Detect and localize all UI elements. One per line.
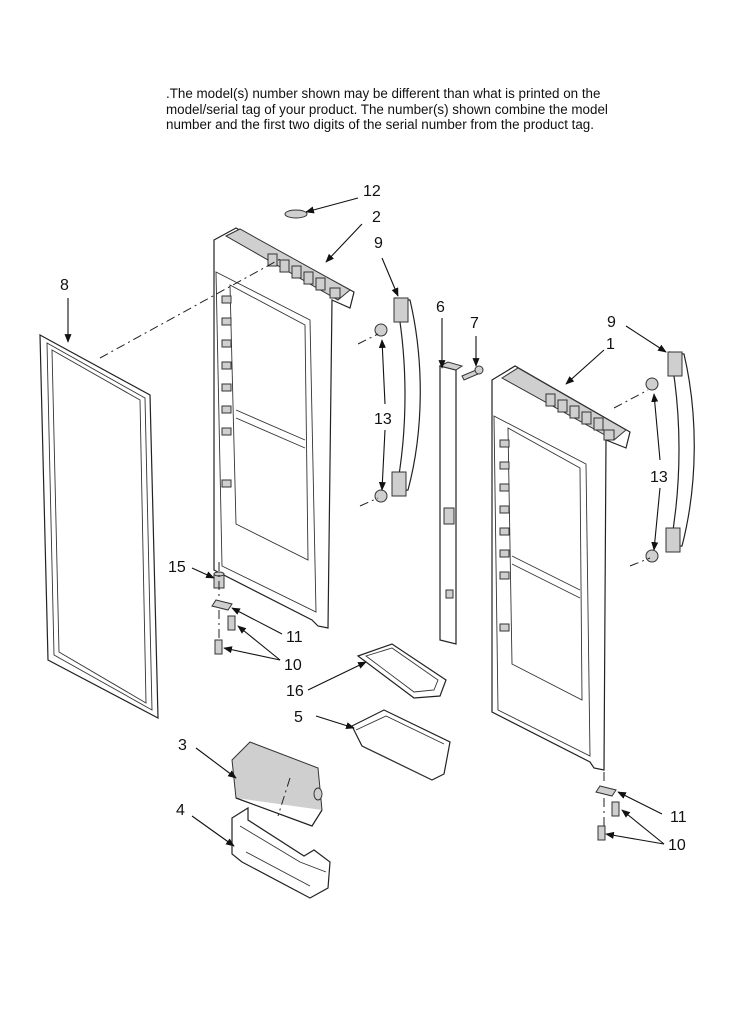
hinge-shim-left — [211, 599, 233, 611]
callout-11-left: 11 — [286, 629, 303, 646]
callout-4: 4 — [176, 802, 185, 819]
callout-8: 8 — [60, 277, 69, 294]
note-line-2: model/serial tag of your product. The nu… — [166, 101, 608, 117]
callout-9-left: 9 — [374, 235, 383, 252]
assembly-lines — [99, 257, 651, 826]
callout-7: 7 — [470, 315, 479, 332]
model-number-note: .The model(s) number shown may be differ… — [166, 86, 646, 133]
hinge-screws-right — [597, 801, 620, 841]
callout-13-left: 13 — [374, 411, 392, 428]
callout-11-right: 11 — [670, 809, 687, 826]
hinge-shim-right — [595, 785, 617, 797]
callout-2: 2 — [372, 209, 381, 226]
callout-6: 6 — [436, 299, 445, 316]
right-door-shelf-studs — [499, 439, 510, 632]
callout-5: 5 — [294, 709, 303, 726]
plug-button — [284, 209, 308, 219]
left-door-handle — [374, 297, 421, 503]
callout-16: 16 — [286, 683, 304, 700]
mullion-screw — [461, 365, 484, 381]
hinge-screws-left — [214, 615, 236, 655]
note-line-1: .The model(s) number shown may be differ… — [166, 86, 601, 101]
door-bin — [351, 709, 451, 781]
left-door-shelf-studs — [221, 295, 232, 488]
callout-labels: 12 2 9 8 6 7 9 1 13 13 15 11 10 16 5 3 4… — [60, 183, 687, 854]
callout-13-right: 13 — [650, 469, 668, 486]
left-door — [213, 227, 355, 629]
callout-1: 1 — [606, 336, 615, 353]
dairy-door — [231, 741, 323, 827]
callout-12: 12 — [363, 183, 381, 200]
door-gasket — [39, 333, 159, 720]
right-door-handle — [645, 351, 695, 563]
callout-10-left: 10 — [284, 657, 302, 674]
callout-3: 3 — [178, 737, 187, 754]
note-line-3: number and the first two digits of the s… — [166, 117, 594, 133]
right-door — [491, 365, 631, 771]
callout-9-right: 9 — [607, 314, 616, 331]
left-door-vent-slots — [267, 253, 326, 291]
bin-shelf-liner — [356, 643, 447, 699]
leader-arrows — [64, 197, 667, 847]
callout-10-right: 10 — [668, 837, 686, 854]
right-door-vent-slots — [545, 393, 604, 431]
center-mullion — [438, 361, 464, 645]
callout-15: 15 — [168, 559, 186, 576]
dairy-bin — [231, 806, 331, 899]
